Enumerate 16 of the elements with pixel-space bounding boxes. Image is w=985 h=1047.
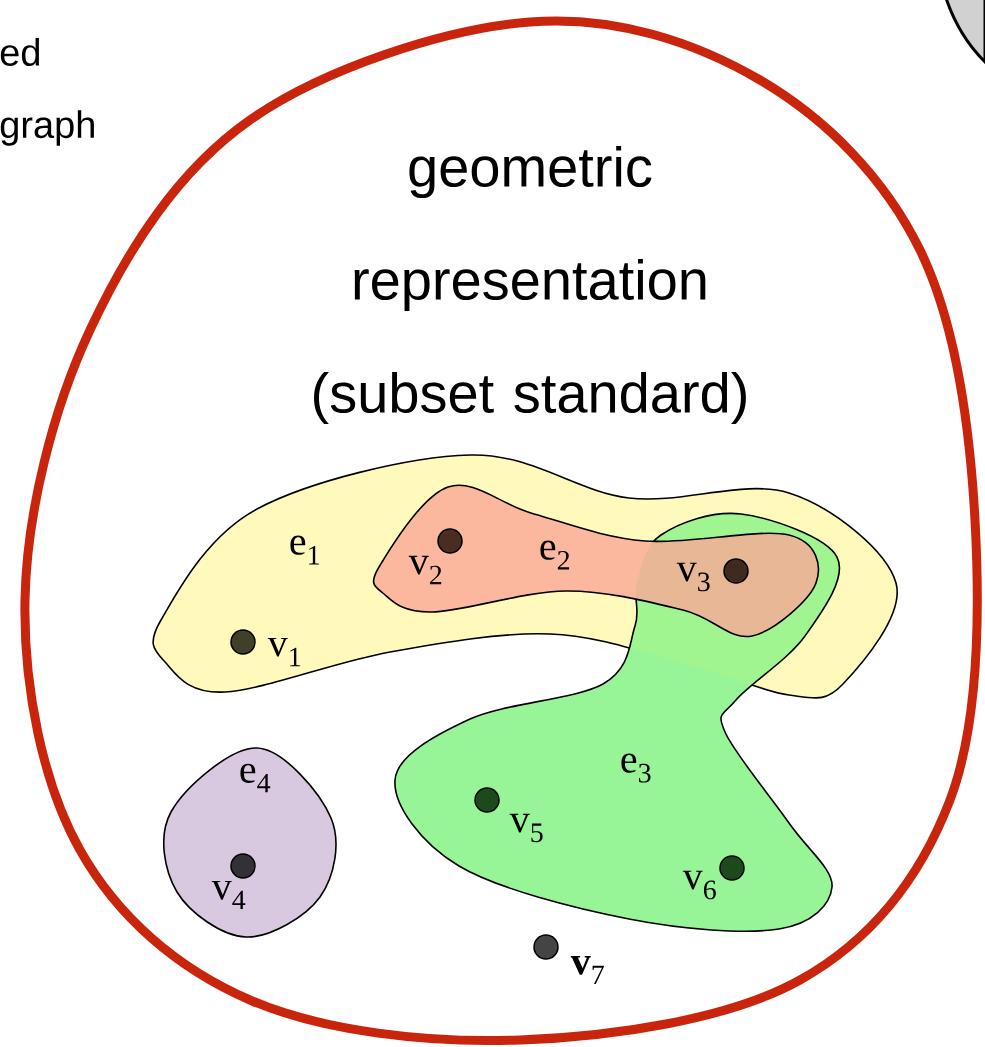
node-label: v$_{4}$ <box>211 880 246 910</box>
vertex: v$_{1}$ <box>230 629 301 667</box>
vertex: v$_{5}$ <box>474 787 543 843</box>
caption-text: graph <box>0 110 94 146</box>
vertex: v$_{7}$ <box>533 934 604 985</box>
node-label: v$_{6}$ <box>682 870 716 900</box>
node-label: v$_{7}$ <box>570 955 604 985</box>
node-label: v$_{1}$ <box>267 637 301 667</box>
node-label: v$_{5}$ <box>509 813 543 843</box>
node-label: v$_{3}$ <box>676 562 710 592</box>
vertex: v$_{6}$ <box>682 855 745 900</box>
node-label: v$_{2}$ <box>408 555 442 585</box>
vertex: v$_{3}$ <box>676 558 749 592</box>
caption-text: ed <box>0 38 39 66</box>
vertex: v$_{4}$ <box>211 853 256 910</box>
vertex: v$_{2}$ <box>408 528 463 585</box>
